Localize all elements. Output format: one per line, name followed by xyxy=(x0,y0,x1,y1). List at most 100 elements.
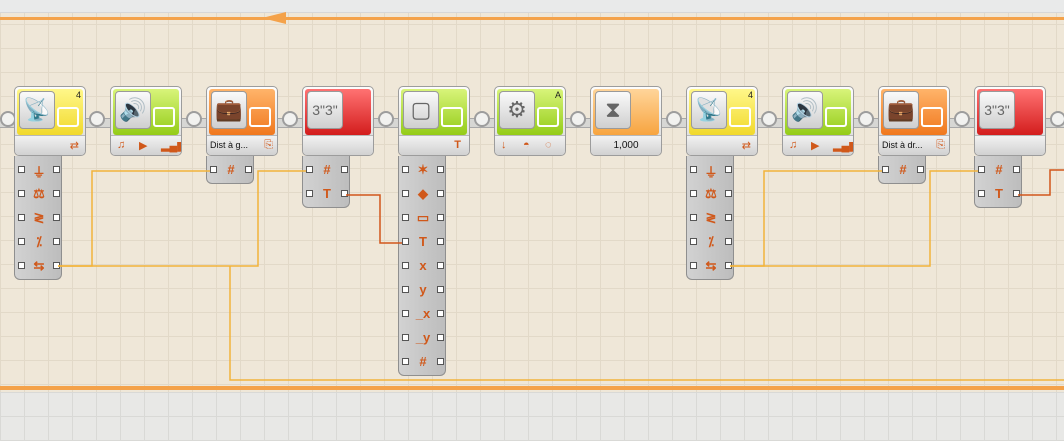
radius-plug: # xyxy=(399,352,447,372)
number-to-text-icon: 3"3" xyxy=(307,91,343,129)
number-to-text-data-hub: # T xyxy=(302,156,350,208)
display-block[interactable]: ▢ T xyxy=(398,86,470,156)
compare-icon: ≷ xyxy=(33,210,45,225)
sequence-socket[interactable] xyxy=(186,111,202,127)
compare-icon: ⇄ xyxy=(741,140,751,152)
play-icon: ▶ xyxy=(811,140,820,152)
ultrasonic-sensor-block[interactable]: 📡 4 ⇄ xyxy=(686,86,758,156)
variable-data-hub: # xyxy=(878,156,926,184)
number-wire xyxy=(229,266,1064,381)
text-plug: T xyxy=(975,184,1023,204)
variable-data-hub: # xyxy=(206,156,254,184)
canvas-bottom-band xyxy=(0,392,1064,441)
sequence-socket[interactable] xyxy=(858,111,874,127)
wait-time-block[interactable]: ⧗ 1,000 xyxy=(590,86,662,156)
volume-icon: ▂▄▆ xyxy=(161,140,181,152)
x-plug: x xyxy=(399,256,447,276)
display-data-hub: ✶ ◆ ▭ T x y _x _y # xyxy=(398,156,446,376)
compare-icon: ⇄ xyxy=(69,140,79,152)
text-plug: T xyxy=(399,232,447,252)
sequence-socket[interactable] xyxy=(378,111,394,127)
compare-plug: ≷ xyxy=(15,208,63,228)
output-plug-icon xyxy=(441,107,463,127)
tone-icon: ♫ xyxy=(117,139,126,151)
text-wire xyxy=(346,194,402,244)
ultrasonic-data-hub: ⏚ ⚖ ≷ ⁒ ⇆ xyxy=(686,156,734,280)
ultrasonic-sensor-block[interactable]: 📡 4 ⇄ xyxy=(14,86,86,156)
port-label: A xyxy=(554,90,561,100)
loop-return-beam xyxy=(0,17,1064,20)
number-wire xyxy=(58,170,306,267)
sequence-socket[interactable] xyxy=(89,111,105,127)
sequence-socket[interactable] xyxy=(474,111,490,127)
distance-plug: ⁒ xyxy=(687,232,735,252)
wait-duration-value: 1,000 xyxy=(613,140,639,151)
yes-no-icon: ⇆ xyxy=(33,258,45,273)
port-plug: ⏚ xyxy=(687,160,735,180)
loop-arrow-icon xyxy=(262,12,286,24)
sequence-socket[interactable] xyxy=(954,111,970,127)
ultrasonic-sensor-icon: 📡 xyxy=(691,91,727,129)
number-plug: # xyxy=(303,160,351,180)
yes-no-icon: ⇆ xyxy=(705,258,717,273)
variable-name-label: Dist à g... xyxy=(210,140,249,150)
number-to-text-block[interactable]: 3"3" xyxy=(302,86,374,156)
output-plug-icon xyxy=(153,107,175,127)
variable-block[interactable]: 💼 Dist à g... ⎘ xyxy=(206,86,278,156)
write-icon: ⎘ xyxy=(936,139,945,151)
output-plug-icon xyxy=(921,107,943,127)
output-plug-icon xyxy=(825,107,847,127)
output-plug-icon xyxy=(57,107,79,127)
compare-icon: ≷ xyxy=(705,210,717,225)
sound-block[interactable]: 🔊 ♫ ▶ ▂▄▆ xyxy=(782,86,854,156)
plug-icon: ⏚ xyxy=(704,165,718,180)
port-label: 4 xyxy=(75,90,81,100)
speaker-icon: 🔊 xyxy=(115,91,151,129)
sequence-socket[interactable] xyxy=(1050,111,1064,127)
number-plug: # xyxy=(879,160,927,180)
port-label: 4 xyxy=(747,90,753,100)
filename-plug: ▭ xyxy=(399,208,447,228)
port-plug: ⏚ xyxy=(15,160,63,180)
number-plug: # xyxy=(207,160,255,180)
sequence-socket[interactable] xyxy=(761,111,777,127)
display-screen-icon: ▢ xyxy=(403,91,439,129)
power-icon: ◓ xyxy=(523,139,530,151)
clear-plug: ◆ xyxy=(399,184,447,204)
hourglass-icon: ⧗ xyxy=(595,91,631,129)
scale-plug: ⚖ xyxy=(687,184,735,204)
sequence-socket[interactable] xyxy=(570,111,586,127)
write-icon: ⎘ xyxy=(264,139,273,151)
number-wire xyxy=(730,170,978,267)
motor-gear-icon: ⚙ xyxy=(499,91,535,129)
loop-bottom-beam xyxy=(0,386,1064,390)
distance-icon: ⁒ xyxy=(36,234,42,249)
sequence-socket[interactable] xyxy=(282,111,298,127)
action-plug: ✶ xyxy=(399,160,447,180)
output-plug-icon xyxy=(537,107,559,127)
sound-block[interactable]: 🔊 ♫ ▶ ▂▄▆ xyxy=(110,86,182,156)
text-wire xyxy=(1018,169,1064,196)
distance-icon: ⁒ xyxy=(708,234,714,249)
y-plug: y xyxy=(399,280,447,300)
ultrasonic-sensor-icon: 📡 xyxy=(19,91,55,129)
motor-block[interactable]: ⚙ A ↓ ◓ ◌ xyxy=(494,86,566,156)
direction-icon: ↓ xyxy=(501,139,507,151)
end-x-plug: _x xyxy=(399,304,447,324)
canvas-top-band xyxy=(0,0,1064,13)
suitcase-icon: 💼 xyxy=(883,91,919,129)
sequence-socket[interactable] xyxy=(666,111,682,127)
speaker-icon: 🔊 xyxy=(787,91,823,129)
number-plug: # xyxy=(975,160,1023,180)
variable-name-label: Dist à dr... xyxy=(882,140,923,150)
variable-block[interactable]: 💼 Dist à dr... ⎘ xyxy=(878,86,950,156)
compare-plug: ≷ xyxy=(687,208,735,228)
scale-plug: ⚖ xyxy=(15,184,63,204)
text-plug: T xyxy=(303,184,351,204)
duration-icon: ◌ xyxy=(545,139,552,151)
volume-icon: ▂▄▆ xyxy=(833,140,853,152)
number-to-text-block[interactable]: 3"3" xyxy=(974,86,1046,156)
scale-icon: ⚖ xyxy=(33,186,45,201)
number-wire xyxy=(730,170,882,267)
